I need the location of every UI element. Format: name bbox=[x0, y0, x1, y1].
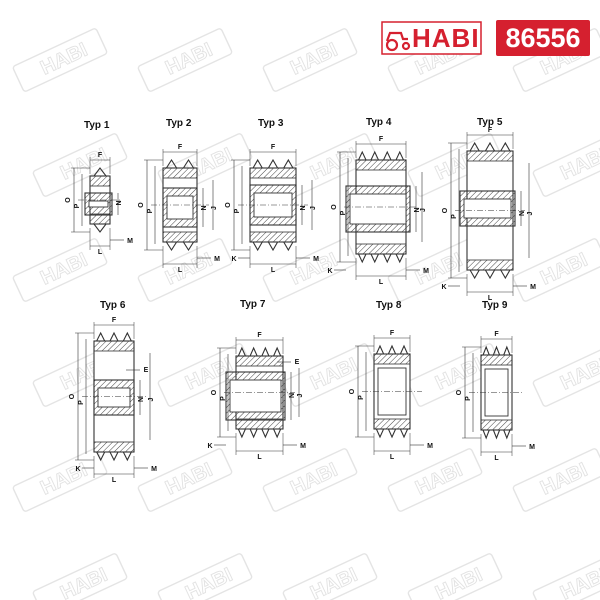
dimension-letter-p: P bbox=[147, 208, 154, 213]
dimension-letter-n: N bbox=[116, 200, 123, 205]
dimension-letter-p: P bbox=[74, 203, 81, 208]
dimension-letter-j: J bbox=[148, 397, 155, 401]
dimension-letter-e: E bbox=[295, 359, 300, 366]
dimension-letter-k: K bbox=[327, 268, 332, 275]
dimension-letter-n: N bbox=[300, 205, 307, 210]
dimension-letter-o: O bbox=[225, 202, 232, 208]
dimension-letter-l: L bbox=[257, 454, 262, 461]
dimension-letter-o: O bbox=[65, 197, 72, 203]
dimension-letter-o: O bbox=[138, 202, 145, 208]
dimension-letter-p: P bbox=[234, 208, 241, 213]
dimension-letter-j: J bbox=[420, 208, 427, 212]
dimension-letter-e: E bbox=[144, 367, 149, 374]
dimension-letter-m: M bbox=[530, 284, 536, 291]
dimension-letter-l: L bbox=[494, 455, 499, 462]
dimension-letter-o: O bbox=[331, 204, 338, 210]
dimension-letter-m: M bbox=[423, 268, 429, 275]
tractor-icon bbox=[385, 31, 411, 52]
dimension-letter-f: F bbox=[494, 331, 499, 338]
dimension-letter-j: J bbox=[297, 393, 304, 397]
dimension-letter-m: M bbox=[127, 238, 133, 245]
dimension-letter-m: M bbox=[427, 443, 433, 450]
type-label-6: Typ 6 bbox=[100, 300, 126, 311]
dimension-letter-o: O bbox=[69, 393, 76, 399]
dimension-letter-l: L bbox=[488, 295, 493, 302]
dimension-letter-o: O bbox=[349, 388, 356, 394]
type-label-8: Typ 8 bbox=[376, 300, 402, 311]
dimension-letter-f: F bbox=[257, 332, 262, 339]
dimension-letter-o: O bbox=[442, 207, 449, 213]
type-label-3: Typ 3 bbox=[258, 118, 284, 129]
dimension-letter-p: P bbox=[340, 210, 347, 215]
dimension-letter-j: J bbox=[211, 206, 218, 210]
dimension-letter-f: F bbox=[271, 144, 276, 151]
dimension-letter-l: L bbox=[112, 477, 117, 484]
dimension-letter-n: N bbox=[201, 205, 208, 210]
dimension-letter-f: F bbox=[112, 317, 117, 324]
dimension-letter-p: P bbox=[451, 214, 458, 219]
dimension-letter-f: F bbox=[98, 152, 103, 159]
dimension-letter-n: N bbox=[414, 207, 421, 212]
dimension-letter-k: K bbox=[441, 284, 446, 291]
dimension-letter-o: O bbox=[211, 389, 218, 395]
dimension-letter-m: M bbox=[313, 256, 319, 263]
dimension-letter-p: P bbox=[220, 396, 227, 401]
dimension-letter-n: N bbox=[138, 397, 145, 402]
dimension-letter-p: P bbox=[465, 396, 472, 401]
dimension-letter-j: J bbox=[527, 211, 534, 215]
product-code-badge: 86556 bbox=[496, 20, 590, 56]
dimension-letter-n: N bbox=[519, 211, 526, 216]
dimension-letter-l: L bbox=[178, 267, 183, 274]
dimension-letter-p: P bbox=[78, 400, 85, 405]
dimension-letter-l: L bbox=[271, 267, 276, 274]
habi-logo bbox=[381, 21, 482, 55]
pulley-type-8-drawing: OP F L M bbox=[349, 330, 433, 461]
dimension-letter-m: M bbox=[529, 444, 535, 451]
dimension-letter-l: L bbox=[379, 279, 384, 286]
dimension-letter-k: K bbox=[75, 466, 80, 473]
type-label-5: Typ 5 bbox=[477, 117, 503, 128]
dimension-letter-m: M bbox=[151, 466, 157, 473]
dimension-letter-k: K bbox=[231, 256, 236, 263]
dimension-letter-f: F bbox=[178, 144, 183, 151]
dimension-letter-l: L bbox=[98, 249, 103, 256]
dimension-letter-m: M bbox=[214, 256, 220, 263]
dimension-letter-k: K bbox=[207, 443, 212, 450]
brand-name: HABI bbox=[412, 23, 480, 53]
dimension-letter-f: F bbox=[488, 127, 493, 134]
pulley-type-9-drawing: OP F L M bbox=[456, 331, 535, 462]
dimension-letter-f: F bbox=[379, 136, 384, 143]
dimension-letter-m: M bbox=[300, 443, 306, 450]
dimension-letter-l: L bbox=[390, 454, 395, 461]
type-label-4: Typ 4 bbox=[366, 117, 392, 128]
pulley-type-1-drawing: OP F N L M bbox=[65, 152, 133, 256]
dimension-letter-n: N bbox=[289, 393, 296, 398]
type-label-9: Typ 9 bbox=[482, 300, 508, 311]
dimension-letter-p: P bbox=[358, 395, 365, 400]
dimension-letter-j: J bbox=[310, 206, 317, 210]
dimension-letter-o: O bbox=[456, 389, 463, 395]
type-label-1: Typ 1 bbox=[84, 120, 110, 131]
type-label-7: Typ 7 bbox=[240, 299, 266, 310]
dimension-letter-f: F bbox=[390, 330, 395, 337]
type-label-2: Typ 2 bbox=[166, 118, 192, 129]
